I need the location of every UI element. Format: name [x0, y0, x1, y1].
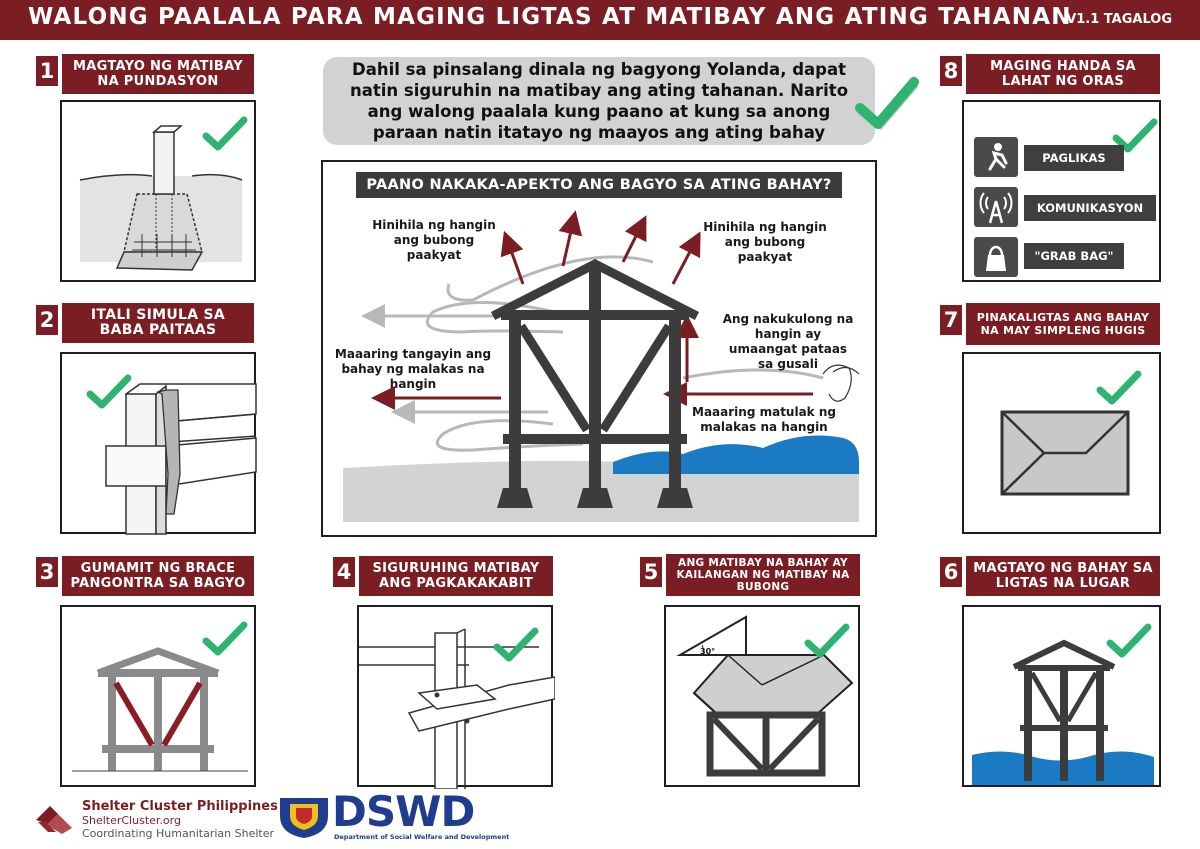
check-icon — [1096, 370, 1142, 405]
tip-1-label: MAGTAYO NG MATIBAY NA PUNDASYON — [62, 54, 254, 94]
tip-2-label: ITALI SIMULA SA BABA PAITAAS — [62, 303, 254, 343]
tip-5-panel: 30° — [664, 605, 860, 787]
footer-org-name: Shelter Cluster Philippines — [82, 799, 278, 814]
check-icon — [804, 623, 850, 658]
tip-8-number: 8 — [940, 56, 962, 86]
tip-3-panel — [60, 605, 256, 787]
check-icon — [202, 116, 248, 151]
foundation-illustration — [79, 125, 243, 271]
roof-angle-label: 30° — [700, 647, 716, 656]
roof-illustration — [676, 615, 854, 777]
intro-text: Dahil sa pinsalang dinala ng bagyong Yol… — [323, 57, 875, 145]
tip-7-number: 7 — [940, 305, 962, 335]
check-icon — [86, 374, 132, 409]
tip-6-number: 6 — [940, 557, 962, 587]
dswd-fullname: Department of Social Welfare and Develop… — [334, 833, 510, 841]
tip-4-panel — [357, 605, 555, 789]
tip-4-label: SIGURUHING MATIBAY ANG PAGKAKAKABIT — [359, 556, 553, 596]
evacuation-icon — [974, 137, 1018, 177]
strap-tie-illustration — [105, 383, 257, 535]
page-title: WALONG PAALALA PARA MAGING LIGTAS AT MAT… — [28, 4, 1072, 30]
uplift-left-label: Hinihila ng hangin ang bubong paakyat — [372, 218, 496, 262]
tip-1-panel — [60, 100, 256, 282]
tip-5-number: 5 — [640, 557, 662, 587]
radio-tower-icon — [974, 187, 1018, 227]
blow-away-label: Maaaring tangayin ang bahay ng malakas n… — [334, 347, 492, 391]
komunikasyon-label: KOMUNIKASYON — [1024, 195, 1156, 221]
version-label: V1.1 TAGALOG — [1066, 12, 1172, 27]
shelter-cluster-logo — [36, 806, 72, 834]
tip-7-label: PINAKALIGTAS ANG BAHAY NA MAY SIMPLENG H… — [966, 303, 1160, 345]
footer-tagline: Coordinating Humanitarian Shelter — [82, 827, 274, 840]
tip-6-label: MAGTAYO NG BAHAY SA LIGTAS NA LUGAR — [966, 556, 1160, 596]
connection-illustration — [359, 628, 555, 789]
dswd-wordmark: DSWD — [332, 787, 475, 836]
dswd-emblem-icon — [280, 798, 328, 838]
check-icon — [1112, 118, 1158, 153]
tip-6-panel — [962, 605, 1161, 787]
brace-illustration — [72, 647, 248, 772]
bag-icon — [974, 237, 1018, 277]
paglikas-label: PAGLIKAS — [1024, 145, 1124, 171]
uplift-right-label: Hinihila ng hangin ang bubong paakyat — [703, 220, 827, 264]
tip-3-number: 3 — [36, 557, 58, 587]
footer-url[interactable]: ShelterCluster.org — [82, 814, 181, 827]
check-icon — [493, 627, 539, 662]
tip-2-panel — [60, 352, 257, 535]
tip-8-label: MAGING HANDA SA LAHAT NG ORAS — [966, 54, 1160, 94]
check-icon — [202, 621, 248, 656]
main-panel-title: PAANO NAKAKA-APEKTO ANG BAGYO SA ATING B… — [356, 172, 842, 198]
tip-7-panel — [962, 352, 1161, 534]
rising-air-label: Ang nakukulong na hangin ay umaangat pat… — [722, 312, 854, 371]
check-icon — [1106, 623, 1152, 658]
tip-4-number: 4 — [333, 557, 355, 587]
big-check-icon — [855, 77, 919, 131]
tip-3-label: GUMAMIT NG BRACE PANGONTRA SA BAGYO — [62, 556, 254, 596]
title-bar: WALONG PAALALA PARA MAGING LIGTAS AT MAT… — [0, 0, 1200, 40]
simple-shape-illustration — [1000, 410, 1130, 496]
tip-1-number: 1 — [36, 56, 58, 86]
storm-house-illustration — [343, 210, 860, 522]
tip-8-panel: PAGLIKAS KOMUNIKASYON "GRAB BAG" — [962, 100, 1161, 282]
main-storm-panel — [321, 160, 877, 537]
grab-bag-label: "GRAB BAG" — [1024, 243, 1124, 269]
push-label: Maaaring matulak ng malakas na hangin — [692, 405, 836, 434]
tip-5-label: ANG MATIBAY NA BAHAY AY KAILANGAN NG MAT… — [666, 554, 860, 596]
tip-2-number: 2 — [36, 305, 58, 335]
elevated-house-illustration — [972, 639, 1154, 785]
